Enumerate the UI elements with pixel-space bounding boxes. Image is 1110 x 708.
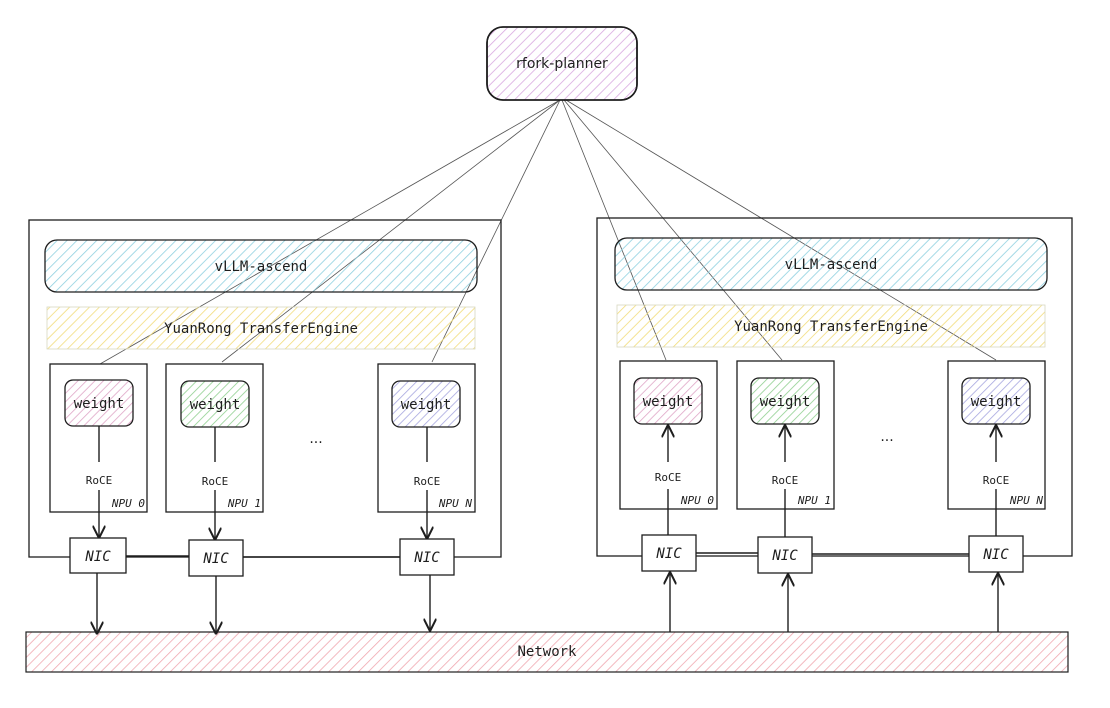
- left-npu1-nic-label: NIC: [202, 551, 229, 567]
- right-host-frame: [596, 217, 1073, 557]
- right-npun-nic: [968, 535, 1024, 573]
- right-npun-nic-label: NIC: [982, 547, 1009, 563]
- network-label: Network: [517, 644, 577, 660]
- left-engine-label: vLLM-ascend: [215, 259, 308, 275]
- network-bar: Network: [25, 631, 1069, 673]
- right-npu1-nic: [757, 536, 813, 574]
- right-npun-weight-label: weight: [971, 394, 1022, 410]
- left-npu1-weight-label: weight: [190, 397, 241, 413]
- right-npu0-nic-label: NIC: [655, 546, 682, 562]
- planner-label: rfork-planner: [516, 56, 608, 72]
- right-npun-npu-label: NPU N: [1009, 494, 1043, 507]
- left-npu1-roce-label: RoCE: [202, 475, 229, 488]
- right-npu0-weight-label: weight: [643, 394, 694, 410]
- right-host: vLLM-ascend YuanRong TransferEngine weig…: [596, 217, 1073, 632]
- left-ellipsis: ...: [309, 431, 322, 447]
- left-npu0-nic: [69, 537, 127, 574]
- right-transfer-box: [616, 304, 1046, 348]
- left-npu0-npu-label: NPU 0: [111, 497, 145, 510]
- left-npun-weight: [391, 380, 461, 428]
- left-npu1-nic: [188, 539, 244, 577]
- left-npun-weight-label: weight: [401, 397, 452, 413]
- right-npu0-roce-label: RoCE: [655, 471, 682, 484]
- left-transfer-label: YuanRong TransferEngine: [164, 321, 358, 337]
- right-npu1-weight: [750, 377, 820, 425]
- right-npu1-nic-label: NIC: [771, 548, 798, 564]
- right-npu1-npu-label: NPU 1: [797, 494, 831, 507]
- left-npu0-weight-label: weight: [74, 396, 125, 412]
- right-npu0-weight: [633, 377, 703, 425]
- right-transfer-label: YuanRong TransferEngine: [734, 319, 928, 335]
- right-npu0-npu-label: NPU 0: [680, 494, 714, 507]
- left-npun-roce-label: RoCE: [414, 475, 441, 488]
- planner-node: rfork-planner: [486, 26, 638, 101]
- right-npu1-weight-label: weight: [760, 394, 811, 410]
- right-ellipsis: ...: [880, 429, 893, 445]
- left-host: vLLM-ascend YuanRong TransferEngine weig…: [28, 219, 502, 633]
- right-npun-roce-label: RoCE: [983, 474, 1010, 487]
- left-npu0-roce-label: RoCE: [86, 474, 113, 487]
- right-npu1-roce-label: RoCE: [772, 474, 799, 487]
- left-npun-nic-label: NIC: [413, 550, 440, 566]
- left-npu0-nic-label: NIC: [84, 549, 111, 565]
- left-transfer-box: [46, 306, 476, 350]
- right-npu0-nic: [641, 534, 697, 572]
- left-npun-npu-label: NPU N: [438, 497, 472, 510]
- right-engine-label: vLLM-ascend: [785, 257, 878, 273]
- right-engine-box: [614, 237, 1048, 291]
- left-engine-box: [44, 239, 478, 293]
- right-npun-weight: [961, 377, 1031, 425]
- left-npu1-npu-label: NPU 1: [227, 497, 261, 510]
